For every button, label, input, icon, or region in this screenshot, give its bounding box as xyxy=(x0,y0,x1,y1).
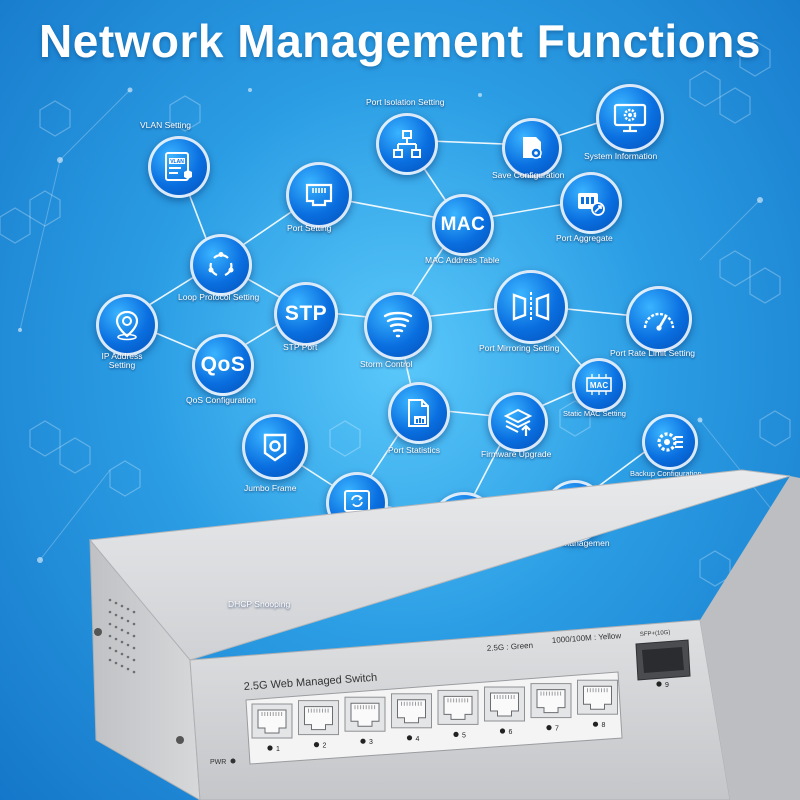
statistics-document-icon xyxy=(408,399,429,427)
port-isolation-label: Port Isolation Setting xyxy=(366,97,445,107)
port-aggregate-label: Port Aggregate xyxy=(556,233,613,243)
static-mac-icon: MAC xyxy=(586,374,612,395)
igmp-word: IGMP xyxy=(438,515,490,536)
firmware-upgrade-icon xyxy=(503,408,533,436)
vlan-document-icon: VLAN xyxy=(165,152,192,181)
monitor-gear-icon xyxy=(613,103,647,133)
user-management-node[interactable] xyxy=(544,480,606,542)
loop-protocol-label: Loop Protocol Setting xyxy=(178,292,260,302)
jumbo-frame-node[interactable] xyxy=(242,414,308,480)
stp-port-label: STP Port xyxy=(283,342,318,352)
vlan-icon-text: VLAN xyxy=(170,159,184,165)
firmware-upgrade-node[interactable] xyxy=(488,392,548,452)
mac-address-table-node[interactable]: MAC xyxy=(432,194,494,256)
location-pin-icon xyxy=(115,310,139,341)
static-mac-node[interactable]: MAC xyxy=(572,358,626,412)
backup-configuration-label: Backup Configuration xyxy=(630,469,702,478)
stp-port-node[interactable]: STP xyxy=(274,282,338,346)
save-configuration-label: Save Configuration xyxy=(492,170,565,180)
port-rate-limit-node[interactable] xyxy=(626,286,692,352)
dhcp-icon-text: DHCP xyxy=(252,568,275,577)
static-mac-label: Static MAC Setting xyxy=(563,409,626,418)
firmware-upgrade-label: Firmware Upgrade xyxy=(481,449,552,459)
reboot-icon xyxy=(344,490,370,516)
port-mirroring-node[interactable] xyxy=(494,270,568,344)
user-management-label: User Managemen xyxy=(542,538,610,548)
port-statistics-node[interactable] xyxy=(388,382,450,444)
save-config-icon xyxy=(523,137,542,159)
device-reboot-node[interactable] xyxy=(326,472,388,534)
port-aggregate-node[interactable] xyxy=(560,172,622,234)
igmp-configuration-node[interactable]: IGMP xyxy=(430,492,498,560)
qos-configuration-node[interactable]: QoS xyxy=(192,334,254,396)
mac-word: MAC xyxy=(440,214,486,235)
vlan-setting-node[interactable]: VLAN xyxy=(148,136,210,198)
system-information-node[interactable] xyxy=(596,84,664,152)
port-mirroring-label: Port Mirroring Setting xyxy=(479,343,560,353)
jumbo-frame-icon xyxy=(263,433,287,462)
static-mac-icon-text: MAC xyxy=(590,381,608,390)
storm-control-label: Storm Control xyxy=(360,359,413,369)
network-tree-icon xyxy=(393,130,421,158)
mirror-icon xyxy=(512,292,550,322)
dhcp-icon: </> DHCP xyxy=(247,552,279,581)
port-isolation-node[interactable] xyxy=(376,113,438,175)
igmp-configuration-label: IGMP Configuration xyxy=(421,557,496,567)
system-information-label: System Information xyxy=(584,151,658,161)
vlan-setting-label: VLAN Setting xyxy=(140,120,192,130)
speedometer-icon xyxy=(643,312,675,331)
jumbo-frame-label: Jumbo Frame xyxy=(244,483,297,493)
dhcp-code-text: </> xyxy=(257,557,269,566)
stp-word: STP xyxy=(284,302,328,325)
qos-word: QoS xyxy=(200,353,246,376)
loop-arrows-icon xyxy=(208,252,234,277)
ethernet-port-icon xyxy=(305,183,333,207)
gear-list-icon xyxy=(657,432,683,452)
backup-configuration-node[interactable] xyxy=(642,414,698,470)
port-rate-limit-label: Port Rate Limit Setting xyxy=(610,348,696,358)
port-setting-node[interactable] xyxy=(286,162,352,228)
port-statistics-label: Port Statistics xyxy=(388,445,440,455)
port-setting-label: Port Setting xyxy=(287,223,332,233)
storm-control-node[interactable] xyxy=(364,292,432,360)
qos-configuration-label: QoS Configuration xyxy=(186,395,256,405)
dhcp-snooping-node[interactable]: </> DHCP xyxy=(230,534,296,600)
device-reboot-label: Device Reboot xyxy=(328,534,384,544)
page-title: Network Management Functions xyxy=(39,15,761,67)
mac-address-table-label: MAC Address Table xyxy=(425,255,500,265)
port-aggregate-icon xyxy=(578,193,605,216)
save-configuration-node[interactable] xyxy=(502,118,562,178)
tornado-icon xyxy=(383,311,413,338)
user-gear-icon xyxy=(561,499,589,524)
dhcp-snooping-label: DHCP Snooping xyxy=(228,599,291,609)
ip-address-label: IP Address Setting xyxy=(101,351,143,370)
ip-address-node[interactable] xyxy=(96,294,158,356)
loop-protocol-node[interactable] xyxy=(190,234,252,296)
